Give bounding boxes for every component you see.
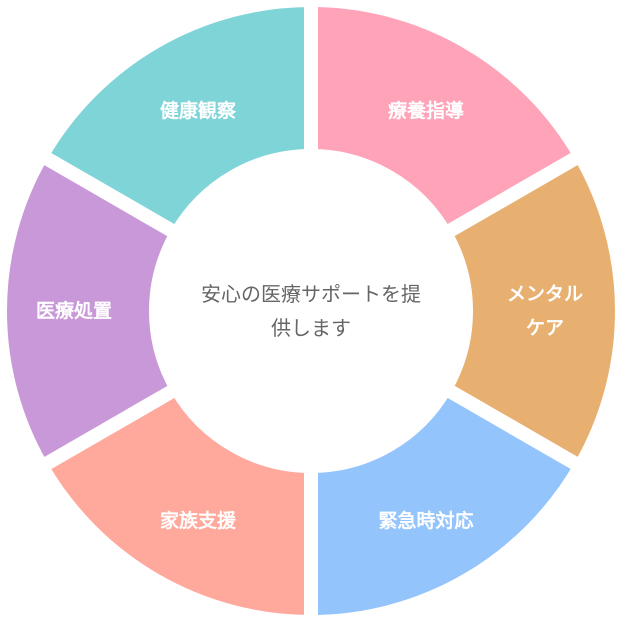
center-text-line: 安心の医療サポートを提 xyxy=(201,282,421,306)
center-text-line: 供します xyxy=(271,316,351,340)
segment-family xyxy=(34,381,318,622)
segment-label-medical: 医療処置 xyxy=(35,300,113,322)
segment-label-line: ケア xyxy=(525,317,565,339)
segment-ryoyo xyxy=(304,0,588,241)
segment-label-health: 健康観察 xyxy=(159,100,237,122)
segment-label-line: メンタル xyxy=(506,283,584,305)
segment-mental xyxy=(438,148,622,474)
segment-label-mental: メンタル ケア xyxy=(507,277,583,345)
segment-label-ryoyo: 療養指導 xyxy=(387,100,465,122)
segment-medical xyxy=(0,148,184,474)
segment-health xyxy=(34,0,318,241)
center-text: 安心の医療サポートを提 供します xyxy=(171,277,451,345)
segment-emergency xyxy=(304,381,588,622)
segment-label-emergency: 緊急時対応 xyxy=(378,510,474,532)
segment-label-family: 家族支援 xyxy=(159,510,237,532)
